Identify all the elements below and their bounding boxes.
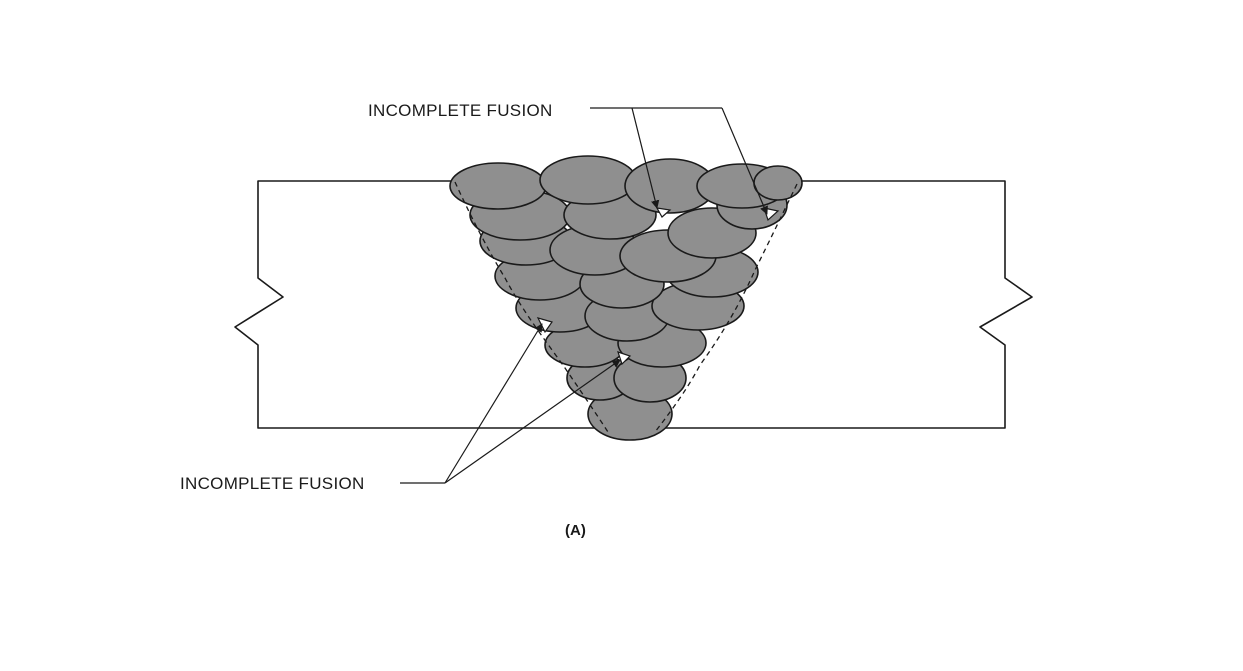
top-fusion-label: INCOMPLETE FUSION	[368, 101, 553, 120]
bottom-leader-arrow-1	[444, 323, 543, 484]
fusion-void	[617, 351, 632, 366]
fusion-line-left	[454, 181, 609, 433]
fusion-line-right	[654, 183, 798, 433]
top-leader-arrow-1	[631, 107, 660, 209]
figure-caption: (A)	[565, 522, 586, 539]
weld-bead	[753, 165, 803, 201]
bottom-fusion-label: INCOMPLETE FUSION	[180, 474, 365, 493]
left-plate	[234, 180, 605, 429]
fusion-void	[655, 207, 672, 218]
bottom-leader-arrow-2	[444, 359, 621, 484]
weld-bead	[539, 155, 637, 205]
right-plate	[655, 180, 1033, 429]
weld-beads	[449, 155, 803, 441]
top-leader-arrow-2	[721, 107, 768, 215]
